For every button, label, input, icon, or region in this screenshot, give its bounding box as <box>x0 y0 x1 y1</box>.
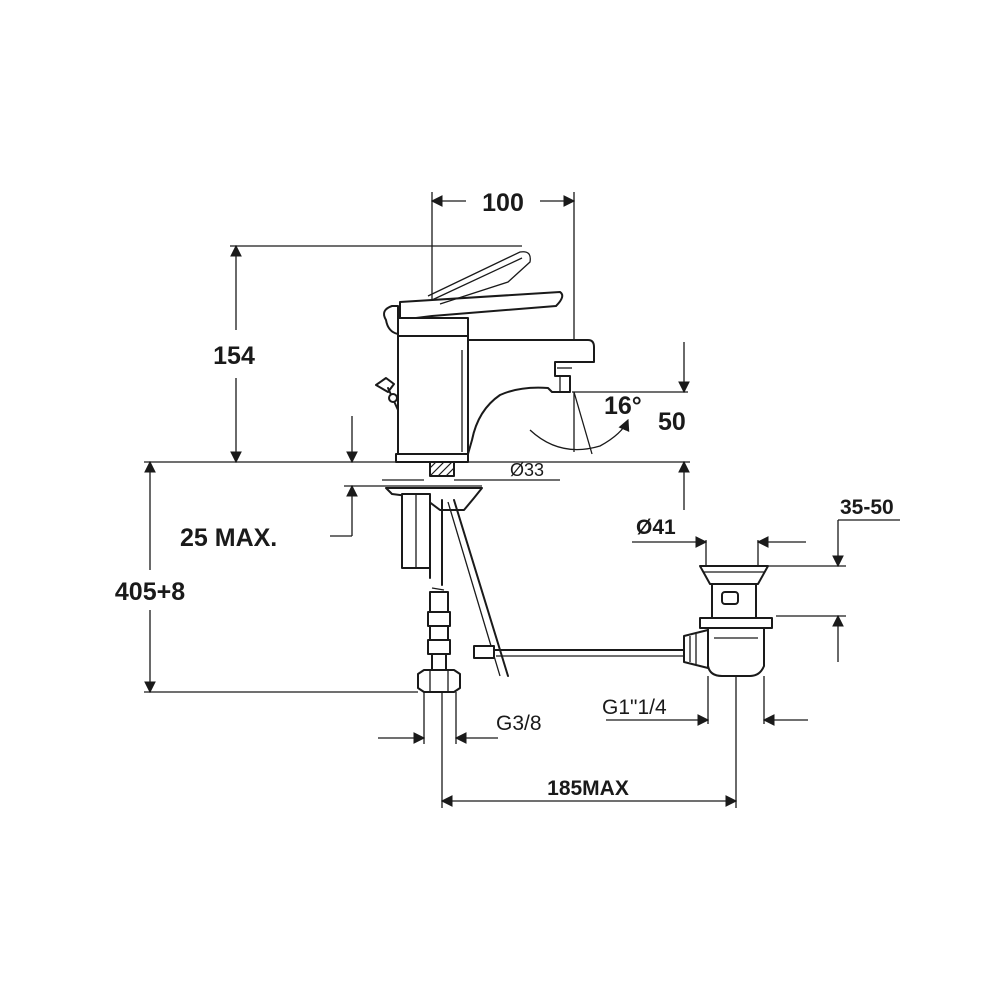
label-waste-thread: G1"1/4 <box>602 696 667 719</box>
waste-assembly <box>683 565 773 677</box>
label-hose-length: 405+8 <box>115 578 185 606</box>
under-deck-fixings <box>344 485 483 693</box>
label-waste-diameter: Ø41 <box>636 516 676 539</box>
popup-rod <box>447 499 691 677</box>
dimension-lines <box>144 192 900 808</box>
label-spout-angle: 16° <box>604 392 642 420</box>
label-spout-height: 50 <box>658 408 686 436</box>
label-deck-thickness: 25 MAX. <box>180 524 277 552</box>
popup-knob <box>375 377 399 411</box>
label-rod-length: 185MAX <box>547 777 629 800</box>
base-gasket <box>429 461 455 477</box>
faucet-body <box>375 251 595 477</box>
label-base-diameter: Ø33 <box>510 460 544 480</box>
label-waste-range: 35-50 <box>840 496 894 519</box>
label-width-top: 100 <box>482 189 524 217</box>
label-inlet-thread: G3/8 <box>496 712 542 735</box>
label-height-total: 154 <box>213 342 255 370</box>
dimension-labels: 100 154 16° 50 Ø33 25 MAX. 405+8 Ø41 35-… <box>115 189 894 800</box>
